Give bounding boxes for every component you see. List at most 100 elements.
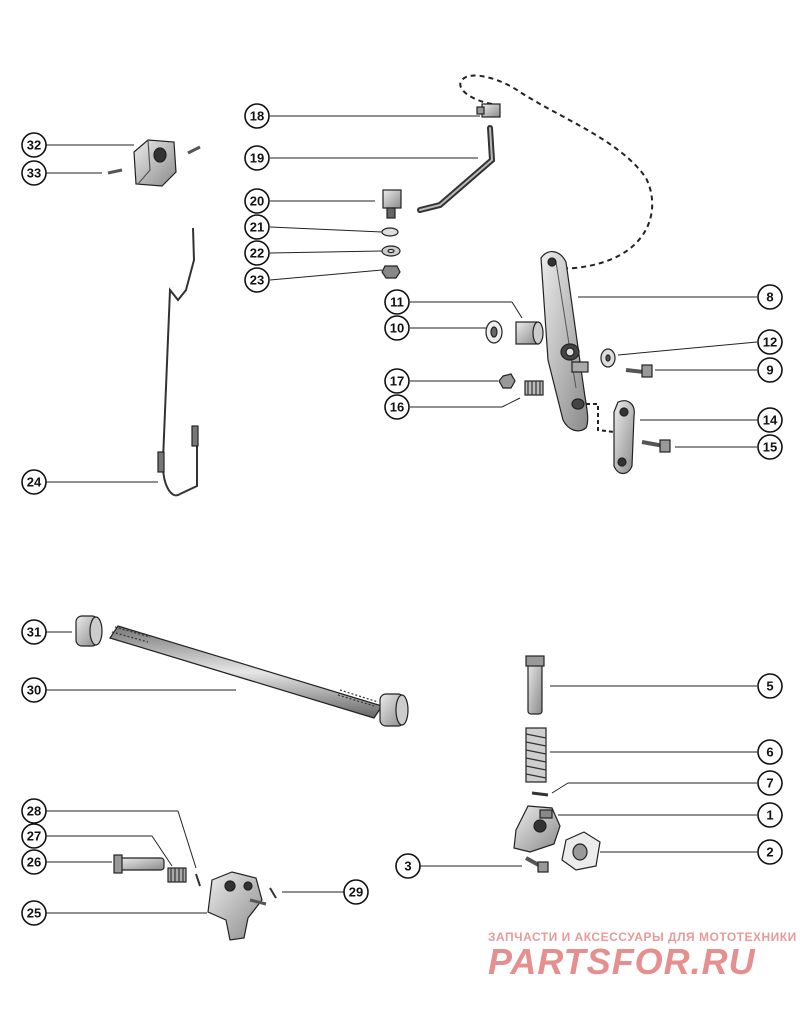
callout-circle — [384, 315, 410, 341]
part-29-pin — [269, 887, 277, 899]
callout-number: 22 — [250, 246, 264, 261]
callout-number: 17 — [390, 374, 404, 389]
callout-32: 32 — [21, 132, 47, 158]
callout-22: 22 — [244, 240, 270, 266]
callout-number: 30 — [27, 683, 41, 698]
callout-1: 1 — [757, 802, 783, 828]
callout-number: 9 — [766, 363, 773, 378]
callout-27: 27 — [21, 823, 47, 849]
callout-8: 8 — [757, 284, 783, 310]
watermark-tagline: ЗАПЧАСТИ И АКСЕССУАРЫ ДЛЯ МОТОТЕХНИКИ — [488, 930, 797, 944]
callout-6: 6 — [757, 739, 783, 765]
callout-circle — [757, 284, 783, 310]
callout-circle — [21, 823, 47, 849]
part-24-clip — [161, 227, 198, 497]
callout-number: 12 — [763, 335, 777, 350]
part-28-pin — [195, 873, 201, 887]
callout-circle — [757, 770, 783, 796]
callout-9: 9 — [757, 357, 783, 383]
callout-circle — [757, 407, 783, 433]
callout-26: 26 — [21, 849, 47, 875]
callout-16: 16 — [384, 394, 410, 420]
callout-number: 20 — [250, 194, 264, 209]
callout-circle — [244, 214, 270, 240]
callout-circle — [757, 739, 783, 765]
callout-number: 32 — [27, 138, 41, 153]
callout-circle — [21, 900, 47, 926]
part-9-screw — [625, 364, 653, 378]
callout-number: 8 — [766, 290, 773, 305]
part-6-spring — [525, 727, 547, 783]
callout-number: 29 — [349, 885, 363, 900]
callout-circle — [757, 802, 783, 828]
callout-circle — [384, 289, 410, 315]
part-5-pin — [525, 655, 545, 715]
callout-10: 10 — [384, 315, 410, 341]
callout-number: 21 — [250, 220, 264, 235]
callout-number: 3 — [404, 859, 411, 874]
part-17-nut — [498, 373, 516, 389]
callout-number: 24 — [27, 475, 42, 490]
callout-23: 23 — [244, 267, 270, 293]
callout-21: 21 — [244, 214, 270, 240]
callout-14: 14 — [757, 407, 783, 433]
callout-number: 27 — [27, 829, 41, 844]
part-23-nut — [381, 265, 401, 279]
callout-number: 28 — [27, 804, 41, 819]
callout-number: 10 — [390, 321, 404, 336]
part-26-pin — [113, 854, 165, 874]
watermark-logo: PARTSFOR.RU — [488, 941, 756, 982]
callout-number: 31 — [27, 625, 41, 640]
callout-circle — [384, 394, 410, 420]
callout-15: 15 — [757, 434, 783, 460]
dashed-link-lower — [586, 403, 615, 433]
callout-11: 11 — [384, 289, 410, 315]
callout-17: 17 — [384, 368, 410, 394]
part-32-bracket — [133, 139, 177, 187]
part-16-spring — [524, 380, 544, 396]
callout-29: 29 — [343, 879, 369, 905]
part-33-screw — [107, 168, 123, 175]
callout-number: 7 — [766, 776, 773, 791]
callout-circle — [21, 160, 47, 186]
callout-circle — [21, 619, 47, 645]
callout-circle — [757, 839, 783, 865]
part-20-block — [382, 189, 402, 219]
callout-2: 2 — [757, 839, 783, 865]
callout-circle — [244, 267, 270, 293]
callout-circle — [384, 368, 410, 394]
callout-number: 25 — [27, 906, 41, 921]
callout-circle — [244, 240, 270, 266]
part-1-housing — [513, 805, 561, 853]
part-7-pin — [531, 791, 549, 797]
callout-5: 5 — [757, 673, 783, 699]
callout-group: 1235678910111214151617181920212223242526… — [21, 103, 783, 926]
part-14-link — [613, 400, 635, 475]
dashed-linkage — [459, 74, 654, 270]
callout-number: 2 — [766, 845, 773, 860]
callout-number: 14 — [763, 413, 778, 428]
callout-number: 23 — [250, 273, 264, 288]
callout-number: 18 — [250, 109, 264, 124]
callout-number: 19 — [250, 151, 264, 166]
callout-circle — [21, 798, 47, 824]
part-21-washer — [381, 227, 399, 237]
part-15-screw — [641, 439, 671, 453]
part-3-screw — [525, 856, 549, 873]
callout-circle — [244, 103, 270, 129]
part-2-cap — [561, 831, 601, 871]
callout-circle — [757, 357, 783, 383]
callout-24: 24 — [21, 469, 47, 495]
callout-7: 7 — [757, 770, 783, 796]
callout-19: 19 — [244, 145, 270, 171]
callout-number: 5 — [766, 679, 773, 694]
part-30-rod — [109, 625, 383, 719]
callout-circle — [757, 329, 783, 355]
callout-12: 12 — [757, 329, 783, 355]
callout-20: 20 — [244, 188, 270, 214]
part-18-fitting — [476, 103, 501, 118]
callout-circle — [244, 188, 270, 214]
part-11-bushing — [515, 321, 544, 345]
part-30-end-bushing — [379, 693, 409, 727]
callout-circle — [343, 879, 369, 905]
